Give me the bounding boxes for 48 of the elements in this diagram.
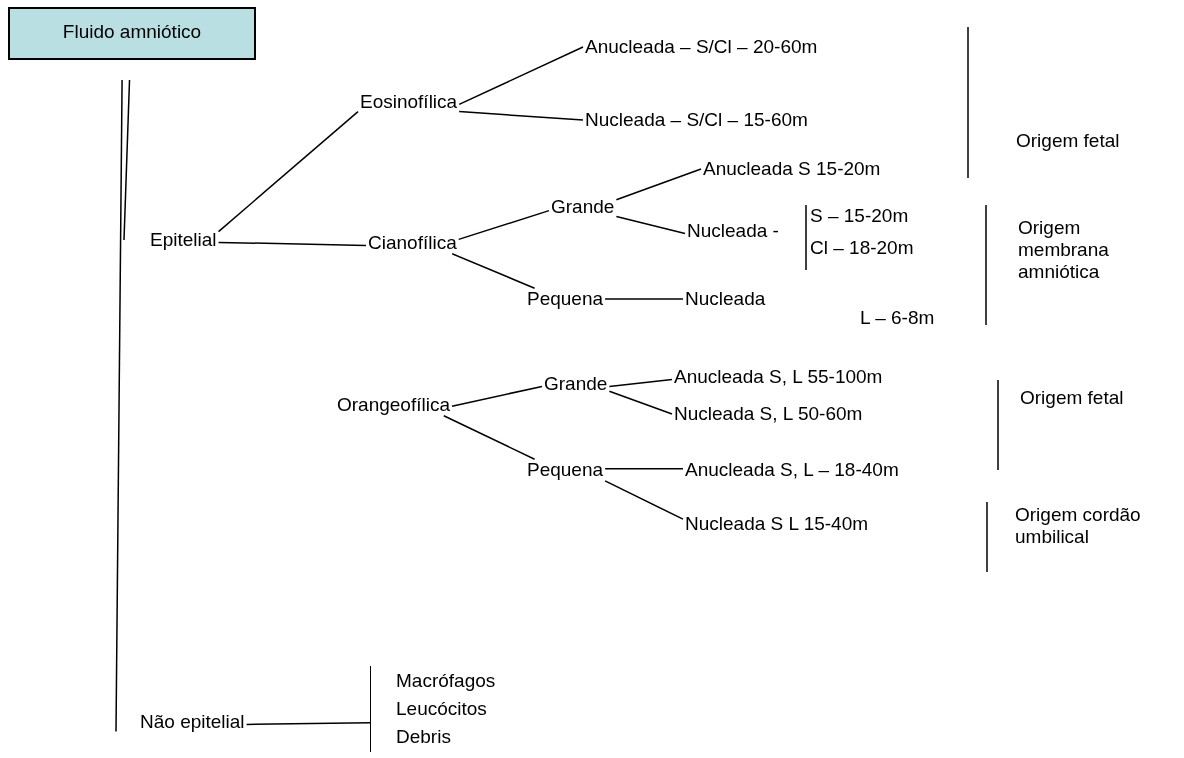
origin-note: Origem fetal <box>1016 130 1120 152</box>
node-label: Pequena <box>525 287 606 311</box>
node-label: Nucleada S L 15-40m <box>683 512 871 536</box>
node-label: Nucleada S, L 50-60m <box>672 402 865 426</box>
list-item: Debris <box>396 725 452 749</box>
connector-line <box>608 390 673 415</box>
connector-line <box>123 79 131 241</box>
connector-line <box>608 378 673 388</box>
node-label: Cianofílica <box>366 231 459 255</box>
bracket-list <box>370 666 498 752</box>
list-item: Macrófagos <box>396 669 496 693</box>
node-label: Nucleada <box>683 287 768 311</box>
node-label: Grande <box>542 372 610 396</box>
node-label: Orangeofílica <box>335 393 452 417</box>
connector-line <box>604 298 684 300</box>
connector-line <box>217 110 359 233</box>
node-label: Grande <box>549 195 617 219</box>
connector-line <box>451 385 543 407</box>
node-label: Eosinofílica <box>358 90 460 114</box>
list-item: Leucócitos <box>396 697 488 721</box>
node-label: Nucleada - <box>685 219 781 243</box>
connector-line <box>115 79 123 733</box>
node-label: Pequena <box>525 458 606 482</box>
connector-line <box>615 168 702 201</box>
connector-line <box>245 722 371 726</box>
origin-note: Origem fetal <box>1020 387 1124 409</box>
node-label: Epitelial <box>124 228 219 252</box>
node-label: Não epitelial <box>116 710 247 734</box>
node-label: Anucleada S, L – 18-40m <box>683 458 901 482</box>
connector-line <box>604 468 684 470</box>
node-label: Anucleada – S/Cl – 20-60m <box>583 35 820 59</box>
connector-line <box>457 209 550 241</box>
root-box: Fluido amniótico <box>8 7 256 60</box>
measurement-label: L – 6-8m <box>860 307 935 329</box>
measurement-label: Cl – 18-20m <box>810 237 914 259</box>
connector-line <box>451 253 536 289</box>
connector-line <box>217 241 367 247</box>
connector-line <box>458 110 584 121</box>
origin-note: Origem membrana amniótica <box>1018 217 1110 283</box>
node-label: Anucleada S, L 55-100m <box>672 365 885 389</box>
connector-line <box>443 415 536 460</box>
connector-line <box>604 480 684 520</box>
node-label: Anucleada S 15-20m <box>701 157 883 181</box>
node-label: Nucleada – S/Cl – 15-60m <box>583 108 810 132</box>
measurement-label: S – 15-20m <box>810 205 909 227</box>
origin-note: Origem cordão umbilical <box>1015 504 1142 548</box>
connector-line <box>615 215 686 235</box>
connector-line <box>458 46 584 106</box>
